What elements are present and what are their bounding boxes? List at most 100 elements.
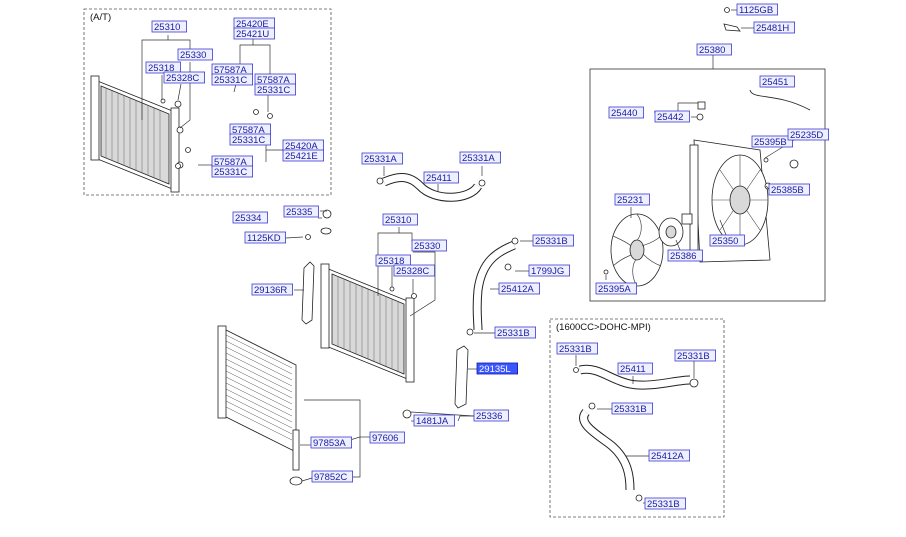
callout-text: 25235D (790, 130, 823, 141)
callout-25411[interactable]: 25411 (617, 362, 653, 375)
callout-1125kd[interactable]: 1125KD (244, 231, 286, 244)
callout-25440[interactable]: 25440 (608, 106, 644, 119)
callout-text: 25318 (148, 63, 174, 74)
callout-box (667, 249, 703, 262)
callout-25331c[interactable]: 25331C (211, 73, 253, 86)
callout-25386[interactable]: 25386 (667, 249, 703, 262)
callout-box (528, 264, 570, 277)
callout-text: 57587A (257, 75, 290, 86)
callout-box (494, 326, 536, 339)
callout-25451[interactable]: 25451 (759, 75, 795, 88)
callout-box (459, 151, 501, 164)
callout-25442[interactable]: 25442 (654, 110, 690, 123)
callout-text: 25331C (214, 75, 247, 86)
callout-25331a[interactable]: 25331A (361, 152, 403, 165)
callout-25350[interactable]: 25350 (709, 234, 745, 247)
callout-25331b[interactable]: 25331B (556, 342, 598, 355)
callout-text: 57587A (214, 65, 247, 76)
callout-text: 25331C (214, 167, 247, 178)
callout-box (644, 497, 686, 510)
callout-box (787, 128, 829, 141)
callout-25331b[interactable]: 25331B (611, 402, 653, 415)
callout-25331b[interactable]: 25331B (674, 349, 716, 362)
dohc-group-label: (1600CC>DOHC-MPI) (556, 322, 651, 333)
callout-box (654, 110, 690, 123)
callout-box (595, 282, 637, 295)
callout-25328c[interactable]: 25328C (163, 71, 205, 84)
callout-text: 25350 (712, 236, 738, 247)
callout-25395a[interactable]: 25395A (595, 282, 637, 295)
callout-97852c[interactable]: 97852C (311, 470, 353, 483)
callout-25335[interactable]: 25335 (283, 205, 319, 218)
callout-25328c[interactable]: 25328C (393, 264, 435, 277)
callout-box (696, 43, 732, 56)
callout-25331c[interactable]: 25331C (254, 83, 296, 96)
callout-25481h[interactable]: 25481H (753, 21, 795, 34)
callout-25318[interactable]: 25318 (145, 61, 181, 74)
callout-box (611, 402, 653, 415)
callout-box (151, 20, 187, 33)
callout-box (254, 83, 296, 96)
callout-25330[interactable]: 25330 (411, 239, 447, 252)
callout-text: 25380 (699, 45, 725, 56)
callout-25412a[interactable]: 25412A (648, 449, 690, 462)
callout-text: 25412A (651, 451, 684, 462)
callout-25412a[interactable]: 25412A (498, 282, 540, 295)
callout-25411[interactable]: 25411 (423, 171, 459, 184)
callout-25330[interactable]: 25330 (177, 48, 213, 61)
callout-box (532, 234, 574, 247)
callout-text: 25412A (501, 284, 534, 295)
callout-box (375, 254, 411, 267)
callout-box (382, 213, 418, 226)
callout-25421e[interactable]: 25421E (282, 149, 324, 162)
callout-text: 25451 (762, 77, 788, 88)
callout-box (145, 61, 181, 74)
callout-1481ja[interactable]: 1481JA (413, 414, 455, 427)
callout-25331b[interactable]: 25331B (494, 326, 536, 339)
callout-29136r[interactable]: 29136R (251, 283, 293, 296)
callout-97853a[interactable]: 97853A (310, 436, 352, 449)
callout-25310[interactable]: 25310 (382, 213, 418, 226)
at-group-label: (A/T) (90, 12, 111, 23)
callout-25331c[interactable]: 25331C (211, 165, 253, 178)
callout-25235d[interactable]: 25235D (787, 128, 829, 141)
callout-25310[interactable]: 25310 (151, 20, 187, 33)
callout-1125gb[interactable]: 1125GB (736, 3, 778, 16)
callout-text: 25231 (617, 195, 643, 206)
condenser (217, 325, 297, 453)
callout-97606[interactable]: 97606 (369, 431, 405, 444)
callout-25231[interactable]: 25231 (614, 193, 650, 206)
callout-box (393, 264, 435, 277)
callout-text: 97853A (313, 438, 346, 449)
callout-25331c[interactable]: 25331C (229, 133, 271, 146)
callout-25395b[interactable]: 25395B (751, 135, 793, 148)
callout-25380[interactable]: 25380 (696, 43, 732, 56)
callout-25336[interactable]: 25336 (473, 409, 509, 422)
callout-25318[interactable]: 25318 (375, 254, 411, 267)
callout-text: 25331B (614, 404, 647, 415)
fan-shroud (689, 139, 771, 263)
callout-25331b[interactable]: 25331B (532, 234, 574, 247)
callout-text: 1125GB (739, 5, 773, 16)
callout-25334[interactable]: 25334 (232, 211, 268, 224)
callout-box (759, 75, 795, 88)
callout-box (473, 409, 509, 422)
callout-text: 25411 (426, 173, 452, 184)
callout-box (617, 362, 653, 375)
callout-text: 25421E (285, 151, 318, 162)
callout-1799jg[interactable]: 1799JG (528, 264, 570, 277)
callout-29135l[interactable]: 29135L (476, 362, 518, 375)
callout-text: 25442 (657, 112, 683, 123)
dohc-group-box (549, 318, 725, 518)
callout-text: 25331A (364, 154, 397, 165)
callout-text: 97852C (314, 472, 347, 483)
callout-text: 25386 (670, 251, 696, 262)
callout-box (498, 282, 540, 295)
callout-25421u[interactable]: 25421U (233, 27, 275, 40)
callout-25331a[interactable]: 25331A (459, 151, 501, 164)
callout-text: 25331A (462, 153, 495, 164)
callout-box (211, 73, 253, 86)
callout-25331b[interactable]: 25331B (644, 497, 686, 510)
callout-25385b[interactable]: 25385B (768, 183, 810, 196)
